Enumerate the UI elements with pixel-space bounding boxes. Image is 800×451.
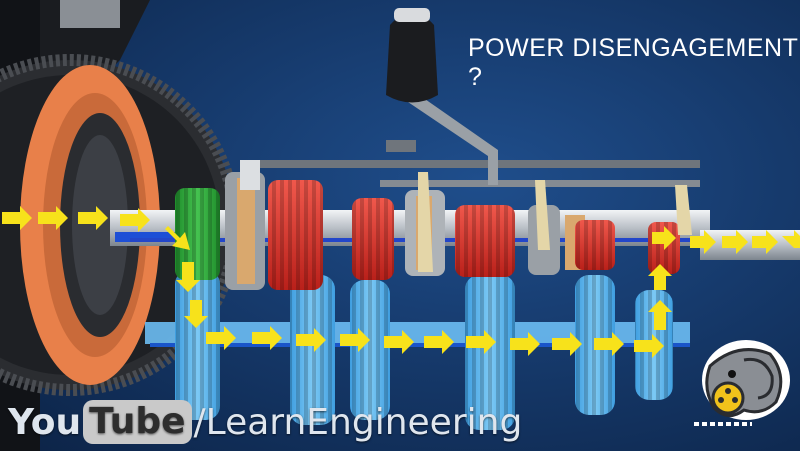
output-shaft-end — [700, 230, 800, 260]
channel-name: /LearnEngineering — [193, 401, 523, 443]
youtube-tube-text: Tube — [83, 400, 192, 444]
youtube-you-text: You — [8, 401, 82, 443]
gear-lever — [405, 90, 498, 185]
housing-cylinder — [60, 0, 120, 28]
elephant-film-reel-icon — [694, 340, 790, 426]
shift-mechanism — [240, 8, 700, 272]
title-text: POWER DISENGAGEMENT ? — [468, 34, 798, 91]
youtube-watermark: You Tube /LearnEngineering — [8, 398, 522, 446]
gear-knob — [386, 12, 438, 103]
power-flow-arrows — [2, 206, 800, 358]
